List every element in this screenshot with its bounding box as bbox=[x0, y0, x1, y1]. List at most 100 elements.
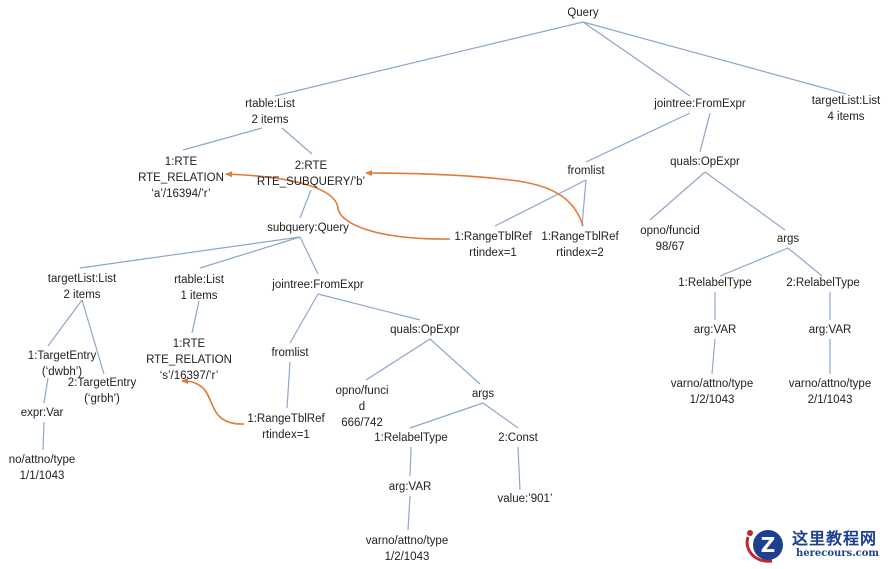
node-label: rtindex=1 bbox=[469, 247, 517, 259]
tree-edge bbox=[409, 402, 484, 429]
tree-edge bbox=[42, 421, 45, 451]
node-label: subquery:Query bbox=[267, 222, 349, 234]
tree-edge bbox=[711, 338, 716, 375]
tree-edge bbox=[517, 446, 521, 491]
tree-edge bbox=[317, 293, 421, 321]
tree-node-te2: 2:TargetEntry (‘grbh’) bbox=[68, 377, 137, 405]
tree-node-argvar3: arg:VAR bbox=[389, 481, 432, 493]
node-label: d bbox=[359, 401, 365, 413]
tree-edge bbox=[199, 236, 301, 269]
tree-node-rel2: 2:RelabelType bbox=[786, 277, 860, 289]
node-label: 1 items bbox=[180, 290, 217, 302]
tree-edge bbox=[585, 112, 691, 163]
node-label: RTE_SUBQUERY/’b’ bbox=[257, 176, 365, 188]
tree-node-varno1: varno/attno/type 1/2/1043 bbox=[671, 378, 753, 406]
reference-arrow bbox=[365, 170, 584, 227]
tree-edge bbox=[81, 299, 105, 375]
tree-edge bbox=[191, 300, 200, 334]
tree-node-rel1: 1:RelabelType bbox=[678, 277, 752, 289]
tree-edge bbox=[47, 299, 83, 347]
tree-edge bbox=[699, 112, 711, 153]
node-label: 1:RelabelType bbox=[374, 432, 448, 444]
tree-node-opno: opno/funcid 98/67 bbox=[640, 225, 699, 253]
node-label: 1:RTE bbox=[165, 156, 198, 168]
tree-node-rtr2: 1:RangeTblRef rtindex=2 bbox=[541, 231, 619, 259]
watermark-en: herecours.com bbox=[796, 548, 880, 559]
tree-node-jt2: jointree:FromExpr bbox=[271, 279, 364, 291]
node-label: 1:RangeTblRef bbox=[247, 413, 325, 425]
tree-node-quals2: quals:OpExpr bbox=[390, 324, 460, 336]
node-label: 2:RelabelType bbox=[786, 277, 860, 289]
node-label: quals:OpExpr bbox=[670, 156, 740, 168]
node-label: 2:Const bbox=[498, 432, 538, 444]
node-label: args bbox=[472, 388, 495, 400]
node-label: 4 items bbox=[827, 111, 864, 123]
tree-node-fromlist2: fromlist bbox=[271, 347, 309, 359]
node-label: arg:VAR bbox=[389, 481, 432, 493]
node-label: args bbox=[777, 233, 800, 245]
tree-edge bbox=[787, 247, 823, 277]
node-label: 98/67 bbox=[656, 241, 685, 253]
tree-node-argvar2: arg:VAR bbox=[809, 324, 852, 336]
node-label: jointree:FromExpr bbox=[653, 98, 746, 110]
node-label: varno/attno/type bbox=[671, 378, 753, 390]
node-label: ‘s’/16397/’r’ bbox=[160, 370, 219, 382]
tree-node-rtable: rtable:List 2 items bbox=[245, 98, 296, 126]
tree-node-args: args bbox=[777, 233, 800, 245]
node-label: rtindex=2 bbox=[556, 247, 604, 259]
node-label: varno/attno/type bbox=[366, 535, 448, 547]
tree-node-fromlist: fromlist bbox=[567, 165, 605, 177]
tree-edge bbox=[182, 127, 263, 151]
tree-node-args2: args bbox=[472, 388, 495, 400]
tree-edge bbox=[407, 495, 411, 531]
tree-edge bbox=[79, 236, 301, 269]
node-label: arg:VAR bbox=[694, 324, 737, 336]
node-label: expr:Var bbox=[21, 407, 64, 419]
tree-edge bbox=[299, 236, 319, 275]
node-label: rtable:List bbox=[245, 98, 296, 110]
node-label: 1:RangeTblRef bbox=[541, 231, 619, 243]
node-label: jointree:FromExpr bbox=[271, 279, 364, 291]
node-label: Query bbox=[567, 7, 599, 19]
watermark-logo: Z 这里教程网 herecours.com bbox=[742, 523, 887, 567]
tree-node-argvar1: arg:VAR bbox=[694, 324, 737, 336]
node-label: quals:OpExpr bbox=[390, 324, 460, 336]
tree-node-const: 2:Const bbox=[498, 432, 538, 444]
node-label: 1/2/1043 bbox=[385, 551, 430, 563]
reference-arrow bbox=[225, 171, 451, 240]
node-label: (‘grbh’) bbox=[84, 393, 120, 405]
reference-arrow bbox=[181, 378, 245, 425]
node-label: 1/2/1043 bbox=[690, 394, 735, 406]
node-label: opno/funcid bbox=[640, 225, 699, 237]
tree-edge bbox=[719, 247, 789, 277]
node-label: ‘a’/16394/’r’ bbox=[151, 188, 210, 200]
node-label: 666/742 bbox=[341, 417, 383, 429]
node-label: no/attno/type bbox=[9, 454, 76, 466]
tree-node-query: Query bbox=[567, 7, 599, 19]
tree-node-quals: quals:OpExpr bbox=[670, 156, 740, 168]
node-label: targetList:List bbox=[48, 273, 117, 285]
node-label: 1:RelabelType bbox=[678, 277, 752, 289]
node-label: 1:TargetEntry bbox=[28, 350, 97, 362]
z-logo-icon: Z bbox=[745, 530, 783, 563]
node-label: targetList:List bbox=[812, 95, 881, 107]
node-label: 2:TargetEntry bbox=[68, 377, 137, 389]
node-label: 2 items bbox=[251, 114, 288, 126]
tree-edge bbox=[286, 361, 291, 409]
tree-node-rel3: 1:RelabelType bbox=[374, 432, 448, 444]
node-label: arg:VAR bbox=[809, 324, 852, 336]
tree-edge bbox=[409, 446, 412, 477]
node-label: fromlist bbox=[567, 165, 605, 177]
tree-edge bbox=[704, 171, 786, 231]
tree-edge bbox=[299, 189, 312, 219]
